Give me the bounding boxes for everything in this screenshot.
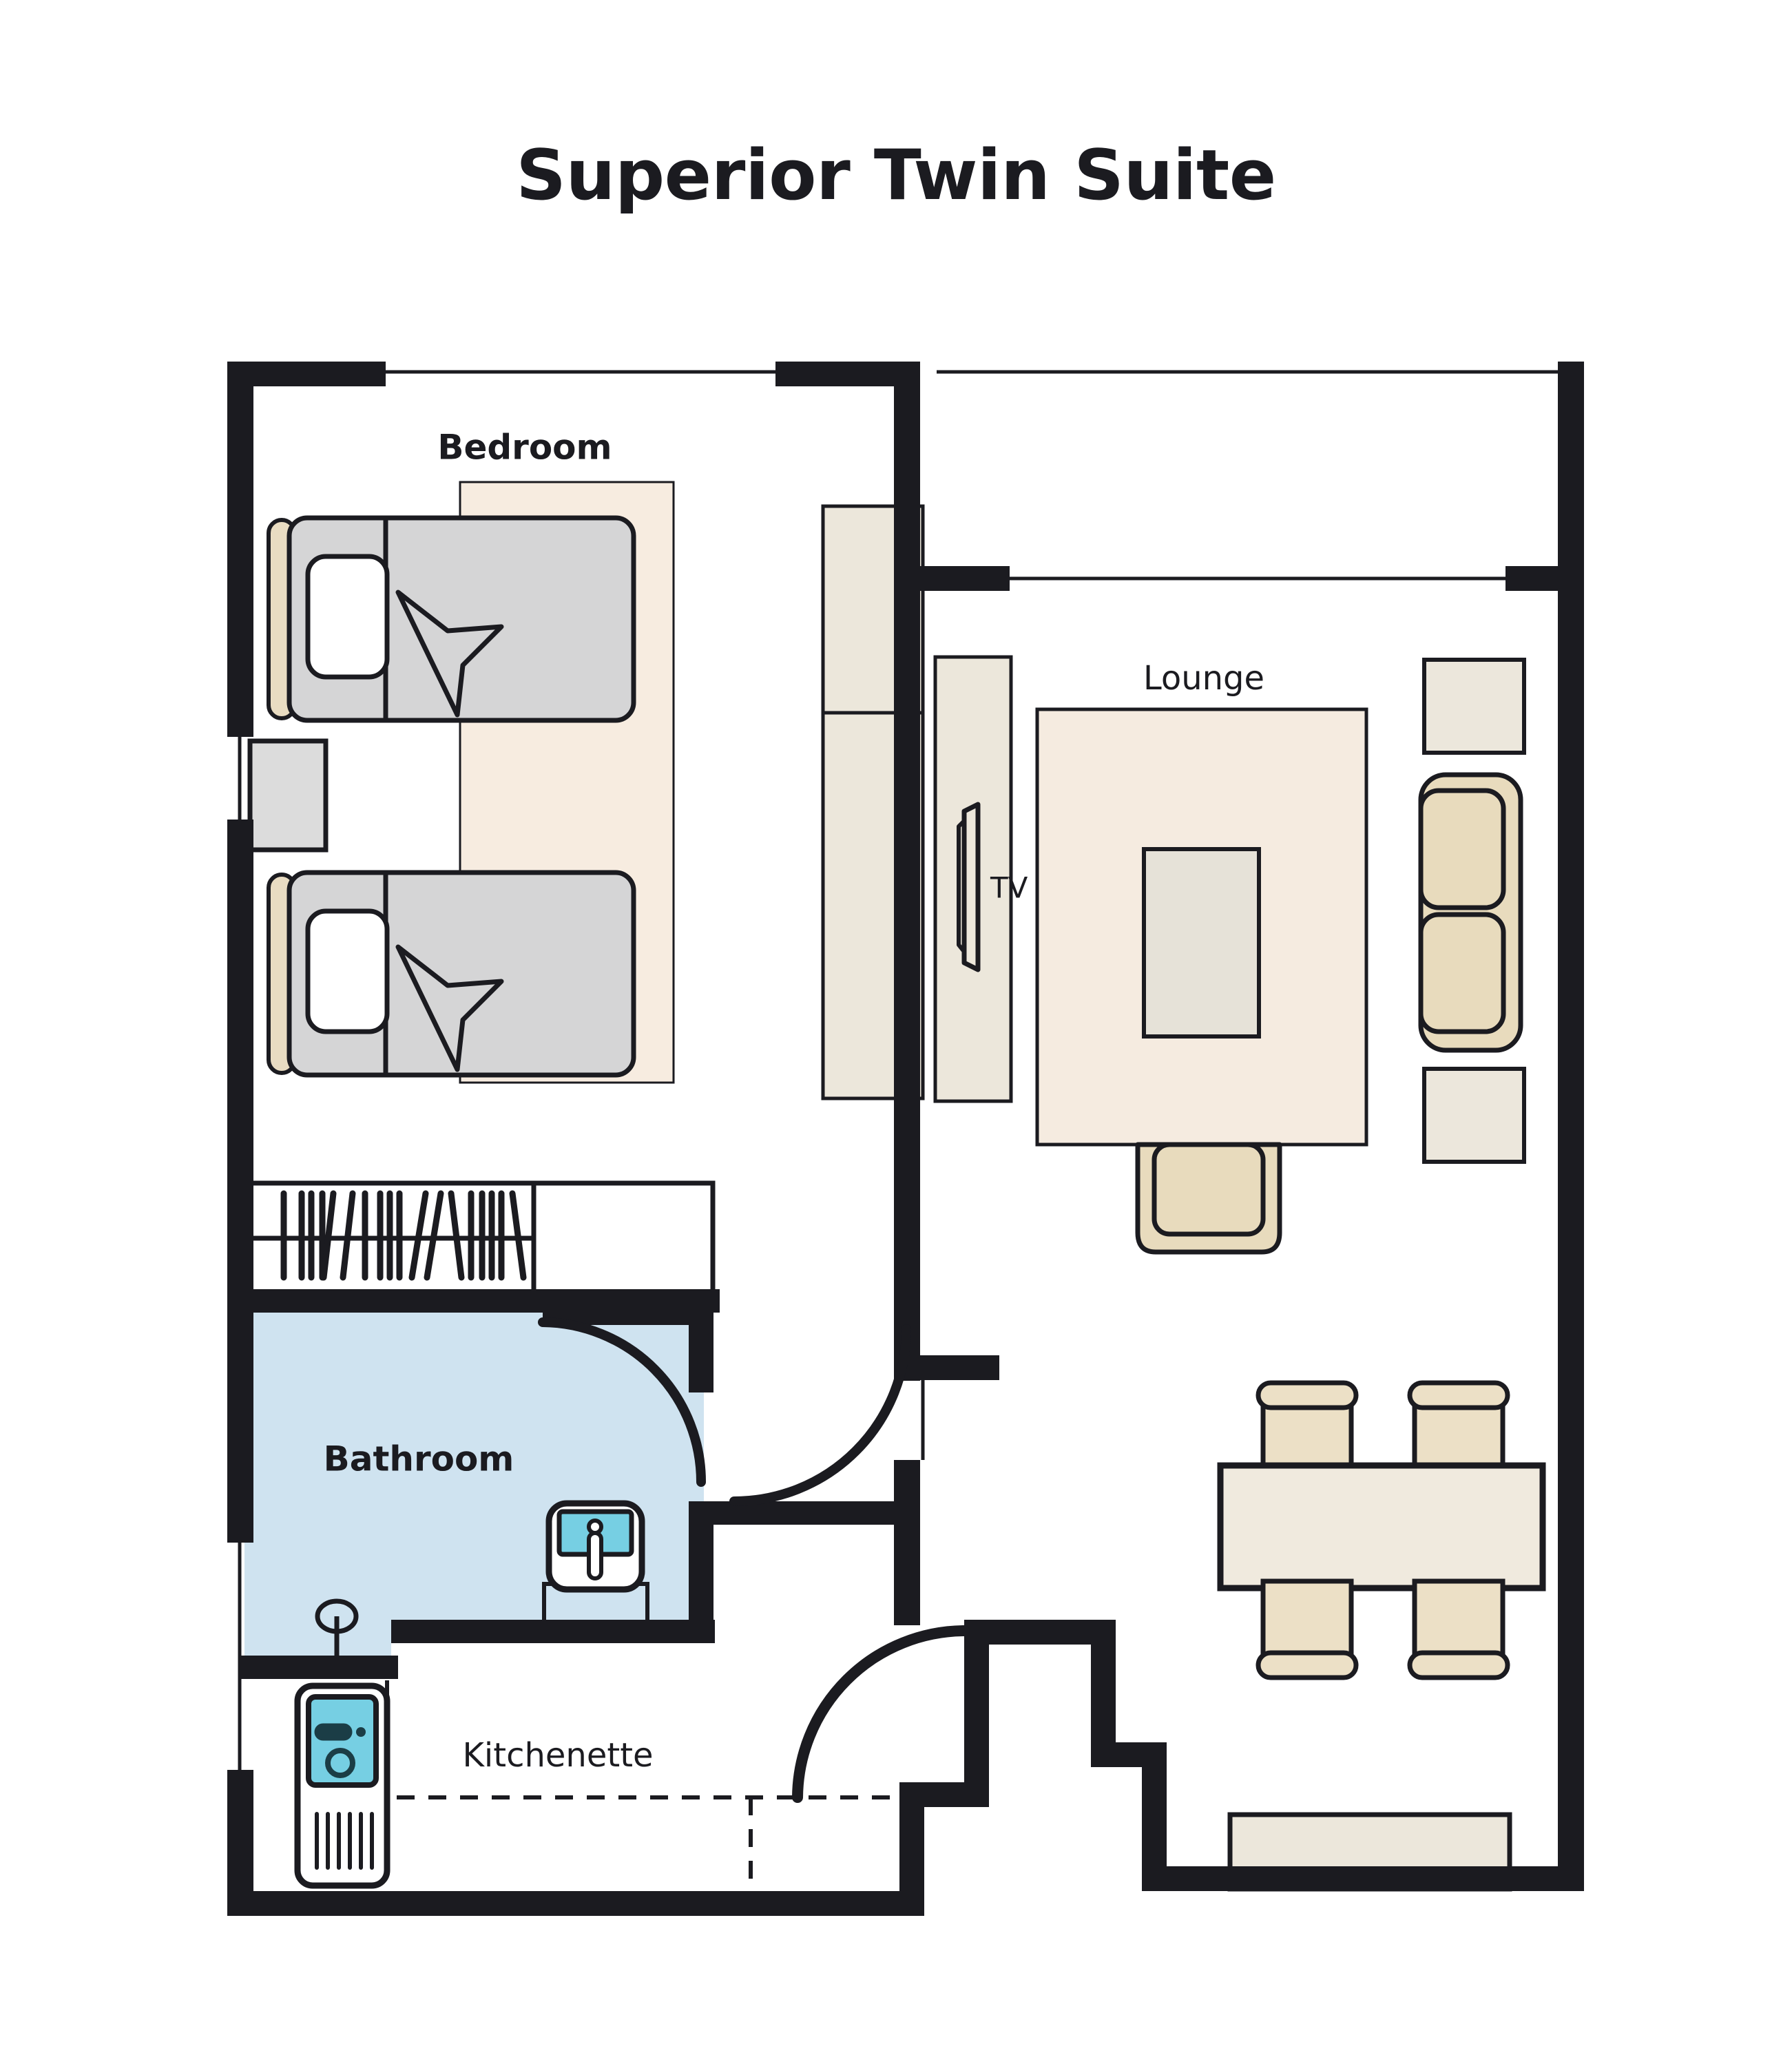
clothes-hangers-icon: [280, 1190, 527, 1281]
dining-chair-bottom-left-back: [1256, 1650, 1359, 1680]
dining-chair-top-right-back: [1407, 1380, 1510, 1410]
television-icon: [957, 802, 981, 972]
wall-lounge-win-right: [1506, 566, 1584, 591]
wall-left-exterior: [227, 362, 253, 737]
wall-bath-bottom: [391, 1620, 715, 1643]
side-table-bottom: [1422, 1067, 1526, 1164]
wall-entry-vertical: [964, 1620, 989, 1795]
bed-upper: [267, 515, 636, 723]
armchair-seat: [1152, 1142, 1266, 1237]
wall-lounge-win-left: [920, 566, 1010, 591]
dining-table: [1217, 1462, 1546, 1592]
wall-bottom-exterior: [1142, 1866, 1584, 1891]
wall-bedroom-wardrobe: [227, 1165, 253, 1187]
kitchenette-fittings: [294, 1680, 921, 1921]
kitchen-appliance: [294, 1682, 390, 1889]
bed-lower: [267, 870, 636, 1078]
bedroom-furniture: [247, 481, 675, 1084]
walls: [227, 362, 1584, 1916]
coffee-table: [1142, 847, 1261, 1039]
room-label-bathroom: Bathroom: [324, 1439, 514, 1479]
wall-bedroom-corridor: [894, 362, 920, 1381]
wall-entry-top: [964, 1620, 1116, 1645]
bathroom-door-arc[interactable]: [538, 1317, 706, 1487]
doors: [538, 1317, 970, 1803]
bathroom-floor: [244, 1305, 704, 1663]
sofa-cushion-top: [1418, 788, 1506, 910]
floor-fills: [244, 1305, 704, 1663]
wall-top-bedroom-b: [775, 362, 917, 386]
room-label-bedroom: Bedroom: [437, 428, 612, 468]
dining-chair-top-left-back: [1256, 1380, 1359, 1410]
dining-set: [1217, 1380, 1546, 1680]
wall-entry-step2-v: [1091, 1620, 1116, 1766]
wall-bedroom-corridor-2: [894, 1460, 920, 1625]
bed-pillow: [305, 908, 390, 1034]
bed-sheet-fold: [395, 944, 504, 1072]
two-seat-sofa: [1418, 772, 1523, 1053]
dining-chair-bottom-right-back: [1407, 1650, 1510, 1680]
tv-label: TV: [990, 871, 1028, 905]
kitchen-counter: [385, 1680, 921, 1921]
wall-top-bedroom-a: [227, 362, 386, 386]
bed-pillow: [305, 554, 390, 680]
page-title: Superior Twin Suite: [516, 134, 1276, 216]
wall-kitchen-bottom: [227, 1891, 924, 1916]
wall-left-exterior-3: [227, 1770, 253, 1914]
entry-door-arc[interactable]: [792, 1625, 970, 1803]
sofa-cushion-bottom: [1418, 912, 1506, 1034]
tv-wall-group: TV: [821, 504, 1028, 1103]
lounge-furniture: [1035, 658, 1546, 1892]
wall-bath-bottom-step: [238, 1656, 398, 1679]
room-label-lounge: Lounge: [1143, 659, 1264, 698]
wardrobe-closet: [242, 1180, 716, 1296]
wall-corridor-stub: [920, 1355, 999, 1380]
armchair: [1135, 1142, 1282, 1255]
wall-bath-right-lower: [689, 1501, 713, 1639]
nightstand: [247, 738, 329, 853]
room-label-kitchenette: Kitchenette: [462, 1736, 653, 1775]
corridor-door-arc[interactable]: [729, 1324, 911, 1506]
bed-sheet-fold: [395, 589, 504, 718]
wall-right-exterior: [1558, 362, 1584, 1890]
side-table-top: [1422, 658, 1526, 755]
wash-basin: [315, 1598, 359, 1662]
